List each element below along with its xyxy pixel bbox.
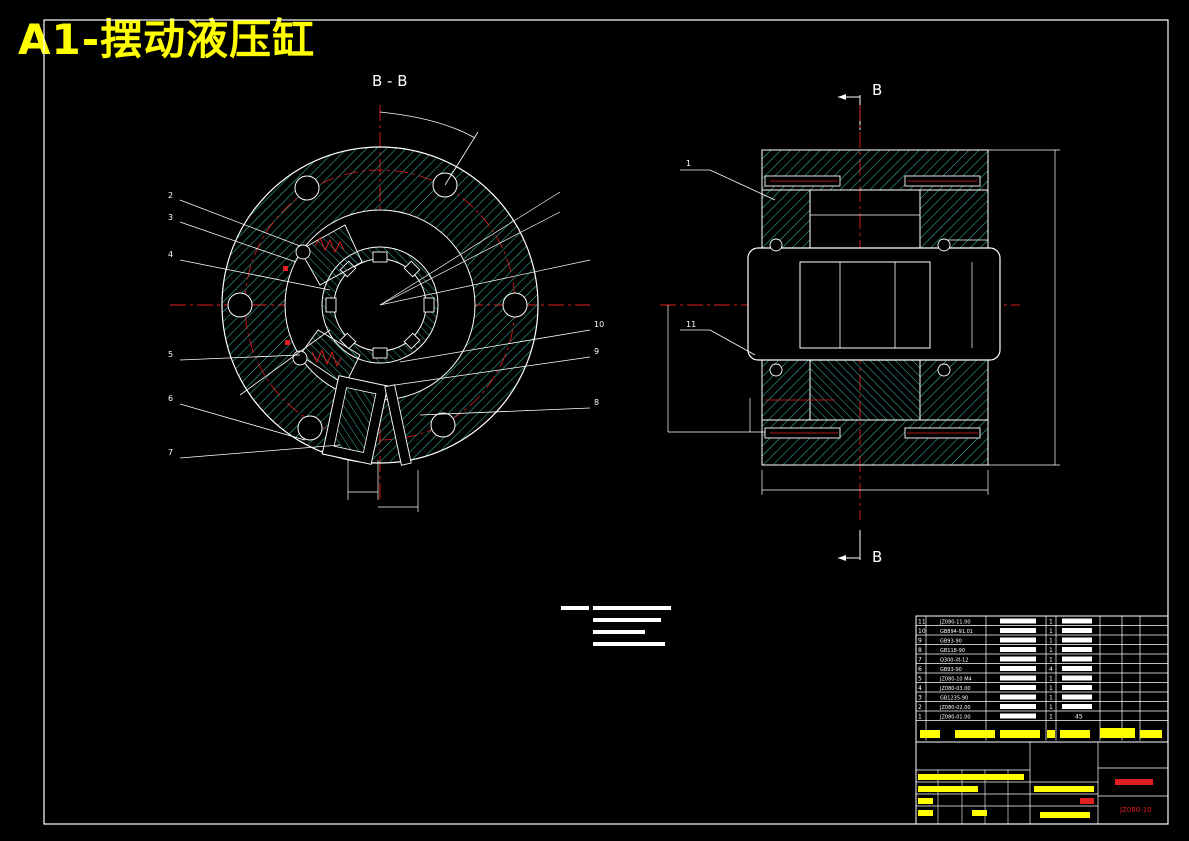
part-name-text bbox=[1000, 647, 1036, 652]
part-code: JZ080-11.00 bbox=[939, 620, 971, 626]
section-mark-bottom: B bbox=[872, 548, 882, 566]
table-row: 8 GB118-90 1 bbox=[918, 647, 1092, 654]
part-number: 5 bbox=[918, 676, 922, 683]
part-code: GB93-90 bbox=[940, 667, 962, 673]
part-quantity: 1 bbox=[1049, 657, 1053, 664]
part-material-text bbox=[1062, 647, 1092, 652]
svg-text:7: 7 bbox=[168, 448, 173, 457]
part-name-text bbox=[1000, 675, 1036, 681]
part-code: JZ080-02.00 bbox=[939, 705, 971, 711]
part-quantity: 1 bbox=[1049, 647, 1053, 654]
part-number: 9 bbox=[918, 638, 922, 645]
table-row: 4 JZ080-03.00 1 bbox=[918, 685, 1092, 692]
side-section-view: B B bbox=[660, 81, 1060, 566]
part-material-text bbox=[1062, 656, 1092, 662]
part-material-text bbox=[1062, 618, 1092, 624]
svg-text:11: 11 bbox=[686, 320, 696, 329]
part-quantity: 1 bbox=[1049, 704, 1053, 711]
part-number: 8 bbox=[918, 647, 922, 654]
part-name-text bbox=[1000, 637, 1036, 643]
table-row: 3 GB1235-90 1 bbox=[918, 694, 1092, 702]
part-code: JZ080-03.00 bbox=[939, 686, 971, 692]
part-code: GB93-90 bbox=[940, 639, 962, 645]
part-material-text bbox=[1062, 685, 1092, 690]
part-code: JZ080-01.00 bbox=[939, 715, 971, 721]
part-code: GB1235-90 bbox=[940, 696, 968, 702]
part-quantity: 1 bbox=[1049, 638, 1053, 645]
svg-text:2: 2 bbox=[168, 191, 173, 200]
table-row: 2 JZ080-02.00 1 bbox=[918, 704, 1092, 711]
part-material-text bbox=[1062, 628, 1092, 633]
part-quantity: 1 bbox=[1049, 685, 1053, 692]
svg-text:6: 6 bbox=[168, 394, 173, 403]
frame-border bbox=[43, 19, 1169, 825]
svg-text:8: 8 bbox=[594, 398, 599, 407]
drawing-code: JZ080-10 bbox=[1119, 806, 1152, 814]
part-name-text bbox=[1000, 704, 1036, 709]
part-number: 1 bbox=[918, 714, 922, 721]
part-quantity: 1 bbox=[1049, 619, 1053, 626]
part-quantity: 1 bbox=[1049, 695, 1053, 702]
part-quantity: 1 bbox=[1049, 676, 1053, 683]
part-code: Q300-对-12 bbox=[940, 657, 968, 664]
table-row: 11 JZ080-11.00 1 bbox=[918, 618, 1092, 626]
part-name-text bbox=[1000, 713, 1036, 719]
part-name-text bbox=[1000, 618, 1036, 624]
part-code: GB118-90 bbox=[940, 648, 965, 654]
svg-text:3: 3 bbox=[168, 213, 173, 222]
svg-text:1: 1 bbox=[686, 159, 691, 168]
table-row: 6 GB93-90 4 bbox=[918, 666, 1092, 673]
part-code: GB894-91.01 bbox=[940, 629, 973, 635]
part-number: 10 bbox=[918, 628, 926, 635]
part-name-text bbox=[1000, 666, 1036, 671]
part-number: 2 bbox=[918, 704, 922, 711]
part-material-text bbox=[1062, 666, 1092, 671]
part-material-text bbox=[1062, 704, 1092, 709]
part-name-text bbox=[1000, 685, 1036, 690]
part-number: 4 bbox=[918, 685, 922, 692]
part-material-text bbox=[1062, 694, 1092, 700]
section-view-bb: 2 3 4 5 6 7 10 9 8 bbox=[168, 105, 604, 512]
table-row: 7 Q300-对-12 1 bbox=[918, 656, 1092, 664]
section-mark-top: B bbox=[872, 81, 882, 99]
table-row: 1 JZ080-01.00 1 45 bbox=[918, 713, 1083, 721]
technical-requirements bbox=[561, 606, 671, 646]
part-quantity: 1 bbox=[1049, 714, 1053, 721]
table-row: 9 GB93-90 1 bbox=[918, 637, 1092, 645]
part-quantity: 4 bbox=[1049, 666, 1053, 673]
part-number: 3 bbox=[918, 695, 922, 702]
part-code: JZ080-10 M4 bbox=[939, 677, 972, 683]
part-material-text bbox=[1062, 637, 1092, 643]
drawing-title: A1-摆动液压缸 bbox=[18, 15, 316, 64]
table-row: 5 JZ080-10 M4 1 bbox=[918, 675, 1092, 683]
part-material: 45 bbox=[1075, 714, 1083, 721]
part-material-text bbox=[1062, 675, 1092, 681]
part-number: 11 bbox=[918, 619, 926, 626]
svg-text:10: 10 bbox=[594, 320, 604, 329]
svg-text:9: 9 bbox=[594, 347, 599, 356]
svg-text:5: 5 bbox=[168, 350, 173, 359]
part-name-text bbox=[1000, 656, 1036, 662]
part-number: 7 bbox=[918, 657, 922, 664]
section-label-bb: B - B bbox=[372, 72, 408, 90]
part-name-text bbox=[1000, 628, 1036, 633]
part-name-text bbox=[1000, 694, 1036, 700]
svg-text:4: 4 bbox=[168, 250, 173, 259]
part-quantity: 1 bbox=[1049, 628, 1053, 635]
part-number: 6 bbox=[918, 666, 922, 673]
table-row: 10 GB894-91.01 1 bbox=[918, 628, 1092, 635]
